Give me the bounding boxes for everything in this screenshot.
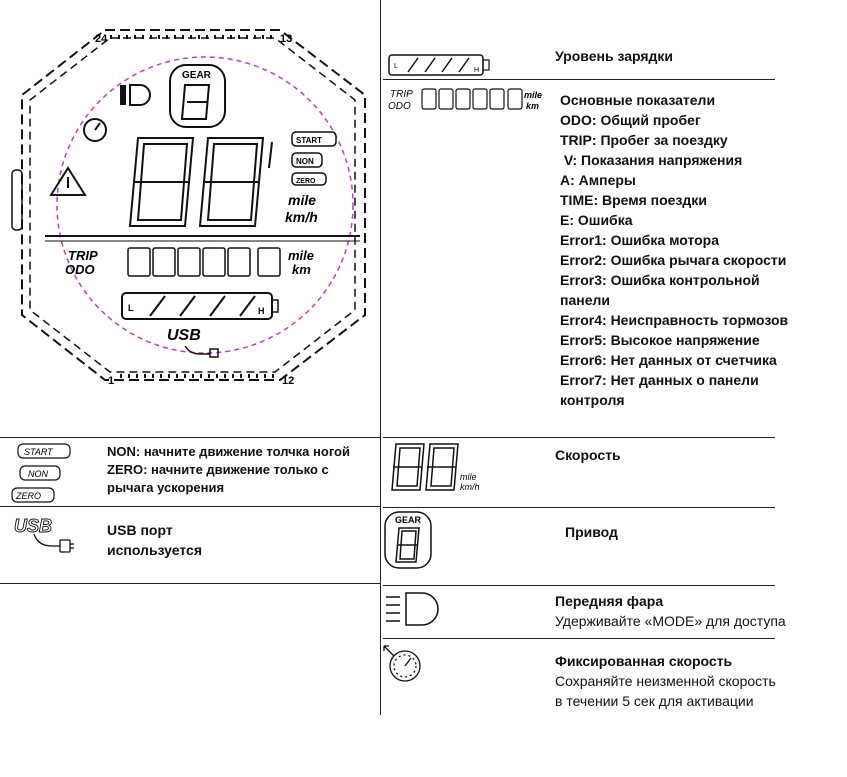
main-line-error1: Error1: Ошибка мотора [560,232,720,248]
svg-text:km: km [526,101,539,111]
dial-speed-unit-mile: mile [288,192,316,208]
speed-title: Скорость [555,447,621,463]
dial-speed-unit-kmh: km/h [285,209,318,225]
svg-text:L: L [394,63,398,70]
divider-main-speed [383,437,775,438]
main-line-error4: Error4: Неисправность тормозов [560,312,789,328]
svg-text:km/h: km/h [460,482,480,492]
battery-icon: L H [388,54,490,76]
dashboard-dial: 24 13 1 12 GEAR START NON [11,29,366,387]
usb-icon: USB [14,516,74,553]
usb-line2: используется [107,542,202,558]
battery-title: Уровень зарядки [555,48,674,64]
svg-text:TRIP: TRIP [390,89,413,100]
gear-indicator-icon: GEAR [384,511,432,569]
cruise-line1: Сохраняйте неизменной скорость [555,673,776,689]
start-modes-line2: ZERO: начните движение только с [107,462,329,477]
main-line-error: E: Ошибка [560,212,633,228]
dial-odo-label: ODO [65,262,95,277]
main-title: Основные показатели [560,92,716,108]
main-line-trip: TRIP: Пробег за поездку [560,132,728,148]
main-line-time: TIME: Время поездки [560,192,707,208]
start-mode-badges-icon: START NON ZERO [11,443,71,503]
dial-number-24: 24 [95,33,108,45]
main-line-error3: Error3: Ошибка контрольной [560,272,760,288]
svg-text:GEAR: GEAR [182,70,212,81]
headlight-icon [386,592,439,626]
dial-number-1: 1 [108,375,114,387]
dial-speed-digits [128,137,273,227]
svg-text:NON: NON [296,157,314,166]
main-line-error5: Error5: Высокое напряжение [560,332,760,348]
start-modes-line3: рычага ускорения [107,480,225,495]
cruise-control-icon [383,645,421,682]
dial-warning-icon [49,166,87,196]
divider-left-start [0,437,380,438]
dial-trip-label: TRIP [68,248,98,263]
headlight-subtitle: Удерживайте «MODE» для доступа [555,613,786,629]
main-line-odo: ODO: Общий пробег [560,112,701,128]
cruise-title: Фиксированная скорость [555,653,733,669]
start-modes-line1: NON: начните движение толчка ногой [107,444,350,459]
main-line-error7: Error7: Нет данных о панели [560,372,759,388]
svg-text:H: H [474,67,479,74]
svg-text:USB: USB [167,327,201,344]
svg-text:mile: mile [524,90,542,100]
divider-gear-headlight [383,585,775,586]
usb-line1: USB порт [107,522,173,538]
center-divider [380,0,381,715]
dial-battery-icon: L H [121,292,279,320]
svg-text:START: START [24,447,54,457]
dial-dist-unit-km: km [292,262,311,277]
svg-text:START: START [296,136,322,145]
main-line-voltage: V: Показания напряжения [560,152,743,168]
speed-digits-icon: mile km/h [391,443,480,492]
dial-number-13: 13 [280,33,292,45]
divider-battery [383,79,775,80]
main-line-error6: Error6: Нет данных от счетчика [560,352,777,368]
svg-text:L: L [128,303,134,313]
dial-number-12: 12 [282,375,294,387]
divider-left-bottom [0,583,380,584]
dial-cruise-icon [83,118,107,142]
dial-odometer-digits [127,247,281,277]
dial-headlight-icon [120,84,151,106]
divider-speed-gear [383,507,775,508]
dial-dist-unit-mile: mile [288,248,314,263]
svg-text:USB: USB [14,516,52,536]
main-line-error3-cont: панели [560,292,610,308]
odometer-digits-icon: TRIP ODO mile km [388,88,542,112]
dial-gear-indicator: GEAR [169,64,226,128]
svg-text:ZERO: ZERO [15,491,41,501]
svg-text:ODO: ODO [388,101,411,112]
dial-mode-badges: START NON ZERO [291,131,337,186]
main-line-error7-cont: контроля [560,392,625,408]
headlight-title: Передняя фара [555,593,664,609]
main-line-amps: A: Амперы [560,172,636,188]
svg-text:GEAR: GEAR [395,515,422,525]
cruise-line2: в течении 5 сек для активации [555,693,754,709]
dial-usb-icon: USB [167,327,219,358]
svg-text:ZERO: ZERO [296,178,316,185]
divider-left-usb [0,506,380,507]
gear-title: Привод [565,524,618,540]
divider-headlight-cruise [383,638,775,639]
main-line-error2: Error2: Ошибка рычага скорости [560,252,787,268]
svg-text:mile: mile [460,472,477,482]
svg-text:NON: NON [28,469,49,479]
svg-text:H: H [258,306,265,316]
